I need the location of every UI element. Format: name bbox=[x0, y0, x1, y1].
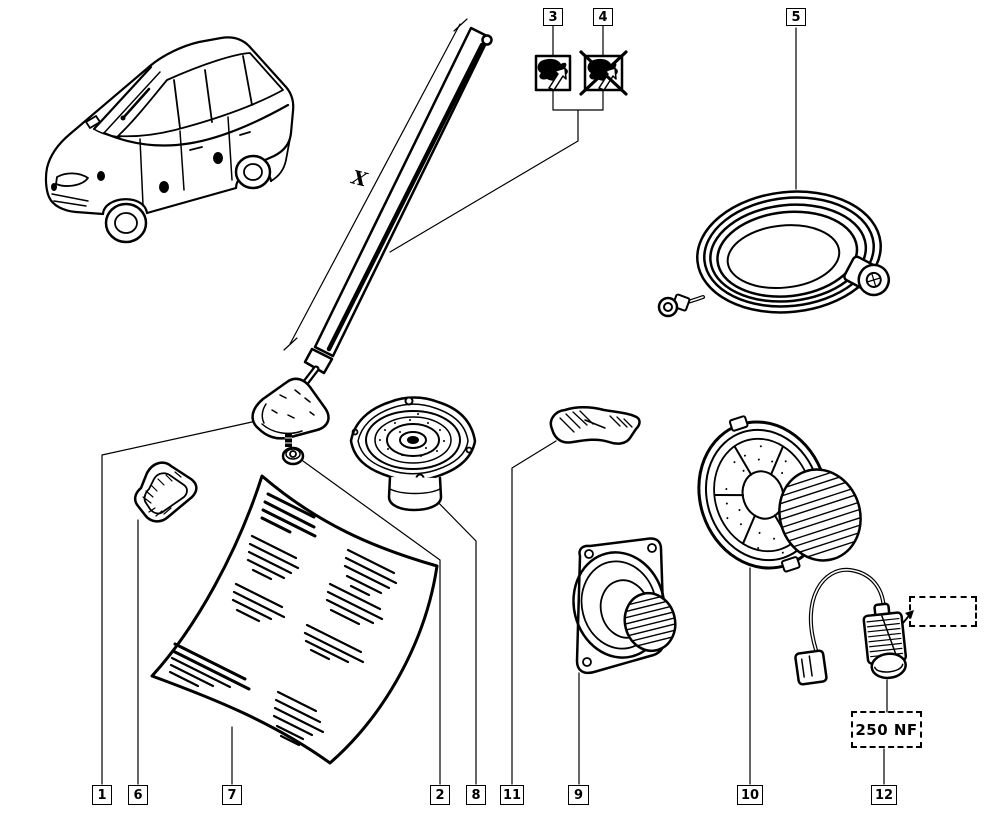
van-roof-antenna bbox=[122, 87, 151, 119]
callout-1[interactable]: 1 bbox=[92, 785, 112, 805]
antenna-base bbox=[251, 377, 330, 447]
mast-dimension-line bbox=[283, 18, 468, 351]
antenna-base-nut bbox=[281, 446, 305, 466]
callout-5[interactable]: 5 bbox=[786, 8, 806, 26]
mounting-bracket bbox=[133, 461, 198, 523]
cable-end-connector bbox=[843, 255, 891, 297]
callout-4[interactable]: 4 bbox=[593, 8, 613, 26]
speaker-texture-dots bbox=[379, 413, 445, 457]
gasket-bracket bbox=[549, 406, 641, 445]
callout-10[interactable]: 10 bbox=[737, 785, 763, 805]
callout-9[interactable]: 9 bbox=[568, 785, 589, 805]
callout-2[interactable]: 2 bbox=[430, 785, 450, 805]
speaker-location-dots bbox=[51, 152, 223, 193]
callout-11[interactable]: 11 bbox=[500, 785, 524, 805]
wash-allowed-icon bbox=[534, 54, 572, 92]
capacitor-value-box: 250 NF bbox=[851, 711, 922, 748]
callout-3[interactable]: 3 bbox=[543, 8, 563, 26]
cable-plug bbox=[794, 649, 828, 686]
antenna-mast bbox=[283, 18, 493, 390]
callout-7[interactable]: 7 bbox=[222, 785, 242, 805]
callout-12[interactable]: 12 bbox=[871, 785, 897, 805]
dash-speaker-top-view bbox=[349, 396, 477, 512]
van-illustration bbox=[44, 36, 295, 244]
rear-speaker bbox=[697, 415, 862, 573]
instruction-sheet bbox=[150, 474, 439, 765]
suppressor-cable bbox=[794, 567, 914, 686]
callout-8[interactable]: 8 bbox=[466, 785, 486, 805]
suppressor-body bbox=[862, 602, 908, 680]
empty-reference-box bbox=[909, 596, 977, 627]
wash-forbidden-icon bbox=[579, 50, 628, 96]
leader-lines bbox=[101, 25, 888, 785]
callout-6[interactable]: 6 bbox=[128, 785, 148, 805]
door-speaker bbox=[572, 537, 677, 675]
sheet-text-lines bbox=[168, 492, 398, 747]
antenna-cable-coil bbox=[657, 190, 891, 318]
cross-out-icon bbox=[579, 50, 628, 96]
